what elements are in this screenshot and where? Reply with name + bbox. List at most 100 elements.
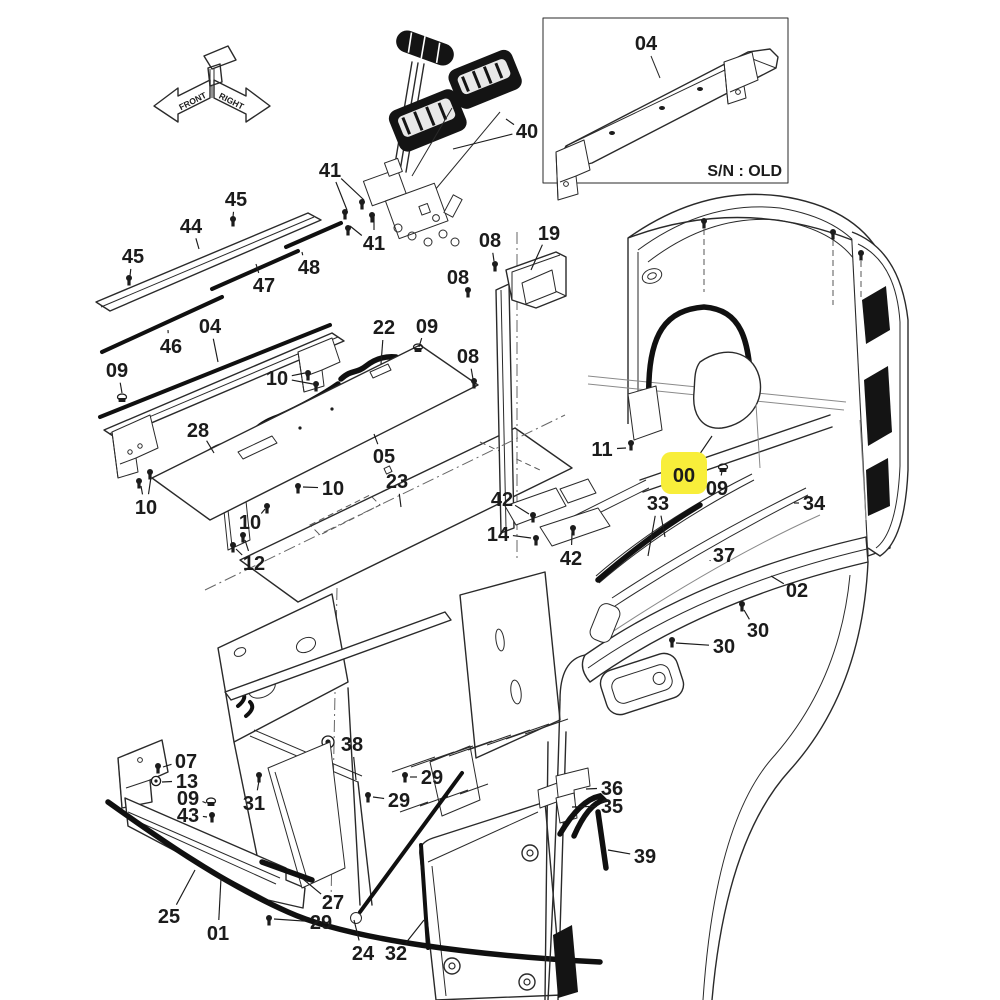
leader-line <box>140 485 144 495</box>
leader-line <box>202 815 208 818</box>
leader-line <box>514 504 530 515</box>
leader-line <box>380 339 384 365</box>
orientation-front-text: FRONT <box>177 90 208 113</box>
part-label-30: 30 <box>747 620 769 642</box>
pedal-lever-assembly-drawing <box>362 30 522 247</box>
part-label-33: 33 <box>647 493 669 515</box>
part-label-10: 10 <box>266 368 288 390</box>
leader-line <box>372 796 385 800</box>
leader-line <box>720 470 723 476</box>
leader-line <box>235 548 243 556</box>
part-label-34: 34 <box>803 493 826 515</box>
leader-line <box>218 877 222 921</box>
leader-line <box>660 515 666 538</box>
inset-beam-04-drawing <box>555 48 779 201</box>
part-label-07: 07 <box>175 751 197 773</box>
part-label-25: 25 <box>158 906 180 928</box>
leader-line <box>505 118 515 126</box>
part-label-42: 42 <box>560 548 582 570</box>
part-label-39: 39 <box>634 846 656 868</box>
part-label-08: 08 <box>447 267 469 289</box>
part-label-41: 41 <box>319 160 341 182</box>
leader-line <box>255 263 260 274</box>
part-label-40: 40 <box>516 121 538 143</box>
part-label-08: 08 <box>479 230 501 252</box>
leader-line <box>492 252 495 262</box>
engine-hood-assembly-drawing <box>587 193 909 557</box>
leader-line <box>195 238 200 250</box>
leader-line <box>129 268 132 277</box>
part-label-48: 48 <box>298 257 320 279</box>
leader-line <box>212 338 219 363</box>
leader-line <box>616 447 627 450</box>
orientation-indicator: FRONT RIGHT <box>153 45 271 123</box>
part-label-44: 44 <box>180 216 203 238</box>
leader-line <box>373 433 379 445</box>
part-label-28: 28 <box>187 420 209 442</box>
leader-line <box>585 787 598 790</box>
leader-line <box>147 476 152 495</box>
leader-line <box>291 372 306 377</box>
leader-line <box>301 251 304 256</box>
part-label-09: 09 <box>106 360 128 382</box>
part-label-46: 46 <box>160 336 182 358</box>
leader-line <box>349 225 363 236</box>
part-label-23: 23 <box>386 471 408 493</box>
part-label-05: 05 <box>373 446 395 468</box>
side-body-and-moulding-drawing <box>537 473 869 1000</box>
leader-line <box>607 849 631 855</box>
leader-line <box>260 508 266 514</box>
part-label-43: 43 <box>177 805 199 827</box>
bracket-19-drawing <box>495 232 567 560</box>
part-label-29: 29 <box>421 767 443 789</box>
part-label-08: 08 <box>457 346 479 368</box>
leader-line <box>418 337 423 348</box>
part-label-09: 09 <box>416 316 438 338</box>
part-label-09: 09 <box>706 478 728 500</box>
part-label-19: 19 <box>538 223 560 245</box>
leader-line <box>743 609 750 620</box>
part-label-22: 22 <box>373 317 395 339</box>
part-label-14: 14 <box>487 524 510 546</box>
leader-line <box>452 133 513 150</box>
part-label-29: 29 <box>310 912 332 934</box>
part-label-42: 42 <box>491 489 513 511</box>
leader-line <box>256 780 260 791</box>
leader-line <box>232 211 235 218</box>
leader-line <box>302 878 322 895</box>
leader-line <box>647 515 656 557</box>
leader-line <box>291 379 314 385</box>
leader-line <box>302 486 319 489</box>
leader-line <box>530 244 543 271</box>
part-label-41: 41 <box>363 233 385 255</box>
leader-line <box>119 382 123 394</box>
part-label-11: 11 <box>591 439 612 461</box>
leader-line <box>353 919 360 941</box>
part-label-45: 45 <box>122 246 144 268</box>
leader-line <box>273 918 307 922</box>
highlight-marker <box>661 452 707 494</box>
part-label-13: 13 <box>176 771 198 793</box>
part-label-36: 36 <box>601 778 623 800</box>
serial-note: S/N : OLD <box>707 163 782 180</box>
leader-line <box>175 869 196 905</box>
leader-line <box>770 575 785 585</box>
leader-line <box>335 181 348 211</box>
part-label-24: 24 <box>352 943 375 965</box>
leader-line <box>353 756 357 781</box>
part-label-09: 09 <box>177 788 199 810</box>
inset-old-serial-box: 04 S/N : OLD <box>542 17 789 201</box>
leader-line <box>161 780 173 783</box>
leader-line <box>398 493 402 508</box>
part-label-38: 38 <box>341 734 363 756</box>
leader-line <box>650 55 661 79</box>
part-label-00: 00 <box>673 465 695 487</box>
part-label-32: 32 <box>385 943 407 965</box>
part-label-02: 02 <box>786 580 808 602</box>
floor-plates-drawing <box>151 344 573 603</box>
part-label-45: 45 <box>225 189 247 211</box>
front-bumper-drawing <box>105 739 603 965</box>
